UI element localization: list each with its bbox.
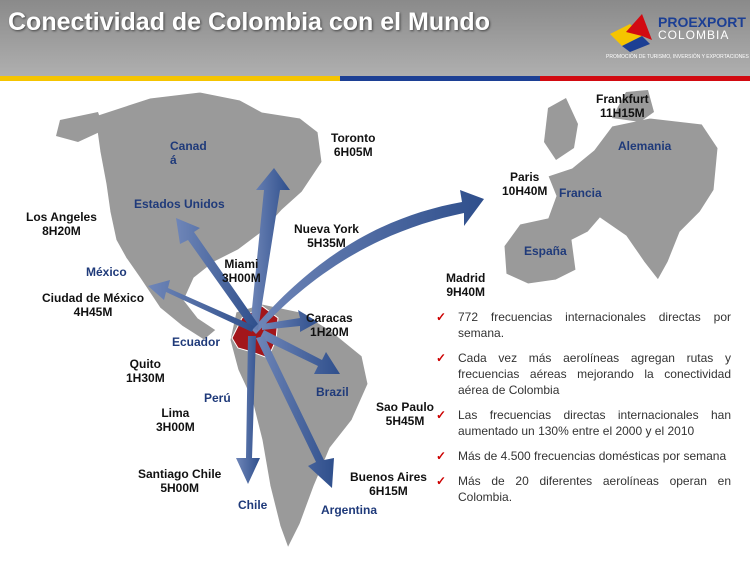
britain-landmass [544,98,578,160]
arrow-toronto [250,168,290,330]
route-arrows [148,168,484,488]
flag-stripe-yellow [0,76,340,81]
arrow-europe [252,190,484,334]
arrow-buenos-aires [256,336,334,488]
country-label-chile: Chile [238,498,268,512]
arrow-los-angeles [176,218,258,330]
logo-name: PROEXPORT [658,14,746,30]
arrow-mexico [148,280,254,332]
arrow-caracas [262,310,318,332]
fact-item: ✓Las frecuencias directas internacionale… [436,408,731,438]
country-label-brazil: Brazil [316,385,349,399]
fact-item: ✓Cada vez más aerolíneas agregan rutas y… [436,351,731,397]
check-icon: ✓ [436,474,447,488]
fact-item: ✓Más de 20 diferentes aerolíneas operan … [436,474,731,504]
europe-landmass [503,117,719,285]
facts-list: ✓772 frecuencias internacionales directa… [436,309,731,514]
arrow-brazil [260,330,340,374]
country-label-peru: Perú [204,391,231,405]
header-bar: Conectividad de Colombia con el Mundo PR… [0,0,750,78]
country-label-francia: Francia [559,186,602,200]
country-label-mexico: México [86,265,127,279]
check-icon: ✓ [436,449,447,463]
country-label-usa: Estados Unidos [134,197,225,211]
country-label-argentina: Argentina [321,503,378,517]
fact-item: ✓Más de 4.500 frecuencias domésticas por… [436,449,727,463]
country-label-alemania: Alemania [618,139,672,153]
check-icon: ✓ [436,408,447,422]
fact-item: ✓772 frecuencias internacionales directa… [436,310,731,340]
north-america-landmass [94,91,323,341]
logo-sub: COLOMBIA [658,28,730,42]
country-label-ecuador: Ecuador [172,335,221,349]
proexport-logo-icon [610,14,652,52]
arrow-santiago [236,336,260,484]
flag-stripe-red [540,76,750,81]
page-title: Conectividad de Colombia con el Mundo [8,8,490,36]
flag-stripe-blue [340,76,540,81]
proexport-logo: PROEXPORT COLOMBIA PROMOCIÓN DE TURISMO,… [606,14,749,68]
country-label-espana: España [524,244,567,258]
logo-tagline: PROMOCIÓN DE TURISMO, INVERSIÓN Y EXPORT… [606,54,749,60]
check-icon: ✓ [436,351,447,365]
check-icon: ✓ [436,310,447,324]
scandinavia-landmass [612,90,654,122]
alaska-landmass [56,112,104,142]
